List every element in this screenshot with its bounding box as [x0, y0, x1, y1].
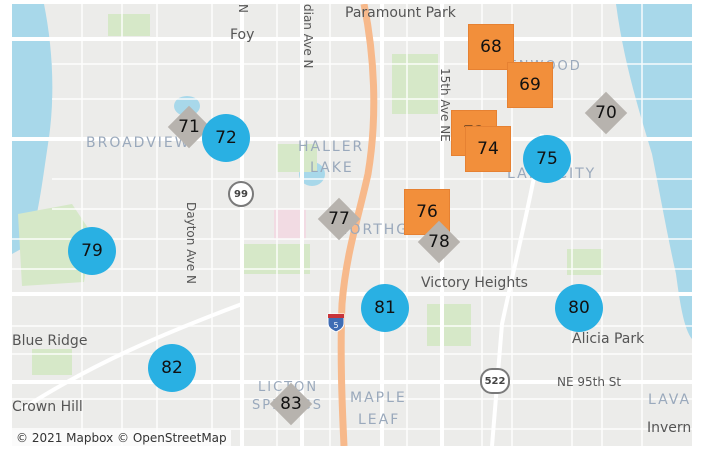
- svg-text:5: 5: [333, 321, 338, 330]
- map-canvas[interactable]: BROADVIEW HALLER LAKE KENWOOD LAKE CITY …: [12, 4, 692, 446]
- marker-80[interactable]: 80: [555, 284, 603, 332]
- map-attribution[interactable]: © 2021 Mapbox © OpenStreetMap: [12, 430, 231, 446]
- marker-69[interactable]: 69: [507, 62, 553, 108]
- marker-82[interactable]: 82: [148, 344, 196, 392]
- marker-75[interactable]: 75: [523, 135, 571, 183]
- marker-71[interactable]: 71: [166, 104, 212, 150]
- marker-79[interactable]: 79: [68, 227, 116, 275]
- marker-77[interactable]: 77: [316, 196, 362, 242]
- i5-shield-icon: 5: [326, 312, 346, 333]
- marker-70[interactable]: 70: [583, 90, 629, 136]
- marker-72[interactable]: 72: [202, 114, 250, 162]
- marker-74[interactable]: 74: [465, 126, 511, 172]
- basemap: [12, 4, 692, 446]
- sr522-shield-icon: 522: [480, 368, 510, 394]
- marker-81[interactable]: 81: [361, 284, 409, 332]
- marker-83[interactable]: 83: [268, 381, 314, 427]
- sr99-shield-icon: 99: [228, 181, 254, 207]
- marker-68[interactable]: 68: [468, 24, 514, 70]
- marker-78[interactable]: 78: [416, 219, 462, 265]
